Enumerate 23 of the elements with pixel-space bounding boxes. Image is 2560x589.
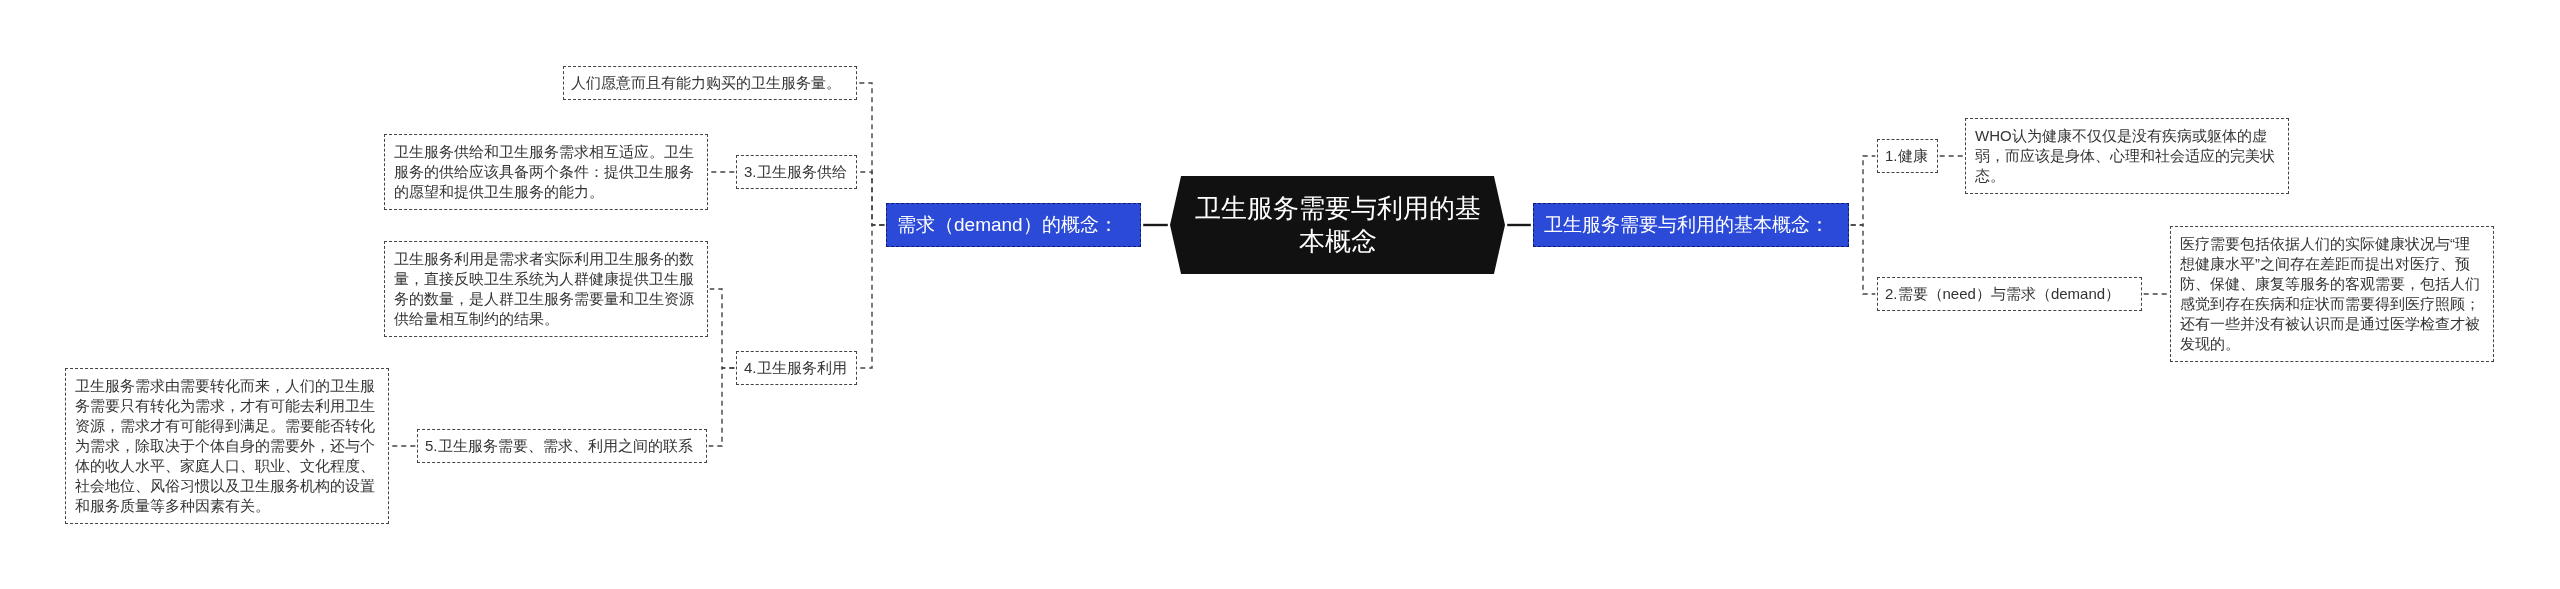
- connector-line: [1850, 224, 1876, 295]
- connector-line: [1507, 223, 1531, 227]
- connector-line: [858, 224, 885, 369]
- subtopic-box: 人们愿意而且有能力购买的卫生服务量。: [563, 66, 857, 100]
- branch-topic: 卫生服务需要与利用的基本概念：: [1533, 203, 1849, 247]
- central-topic: 卫生服务需要与利用的基本概念: [1170, 176, 1505, 274]
- subtopic-box: 5.卫生服务需要、需求、利用之间的联系: [417, 429, 707, 463]
- connector-line: [1939, 155, 1964, 157]
- connector-line: [708, 367, 735, 447]
- branch-topic: 需求（demand）的概念：: [886, 203, 1141, 247]
- subtopic-box: 3.卫生服务供给: [736, 155, 857, 189]
- subtopic-box: 4.卫生服务利用: [736, 351, 857, 385]
- subtopic-box: 1.健康: [1877, 139, 1938, 173]
- note-box: 卫生服务供给和卫生服务需求相互适应。卫生服务的供给应该具备两个条件：提供卫生服务的愿望和提供卫生服务的能力。: [384, 134, 708, 210]
- subtopic-box: 2.需要（need）与需求（demand）: [1877, 277, 2142, 311]
- connector-line: [2143, 293, 2169, 295]
- note-box: 医疗需要包括依据人们的实际健康状况与“理想健康水平”之间存在差距而提出对医疗、预防、保健、康复等服务的客观需要，包括人们感觉到存在疾病和症状而需要得到医疗照顾；还有一些并没有被认识而是通过医学检查才被发现的。: [2170, 226, 2494, 362]
- note-box: 卫生服务需求由需要转化而来，人们的卫生服务需要只有转化为需求，才有可能去利用卫生资源，需求才有可能得到满足。需要能否转化为需求，除取决于个体自身的需要外，还与个体的收人水平、家庭人口、职业、文化程度、社会地位、风俗习惯以及卫生服务机构的设置和服务质量等多种因素有关。: [65, 368, 389, 524]
- connector-line: [709, 171, 735, 173]
- connector-line: [1143, 223, 1168, 227]
- note-box: 卫生服务利用是需求者实际利用卫生服务的数量，直接反映卫生系统为人群健康提供卫生服务的数量，是人群卫生服务需要量和卫生资源供给量相互制约的结果。: [384, 241, 708, 337]
- connector-line: [390, 445, 416, 447]
- note-box: WHO认为健康不仅仅是没有疾病或躯体的虚弱，而应该是身体、心理和社会适应的完美状态。: [1965, 118, 2289, 194]
